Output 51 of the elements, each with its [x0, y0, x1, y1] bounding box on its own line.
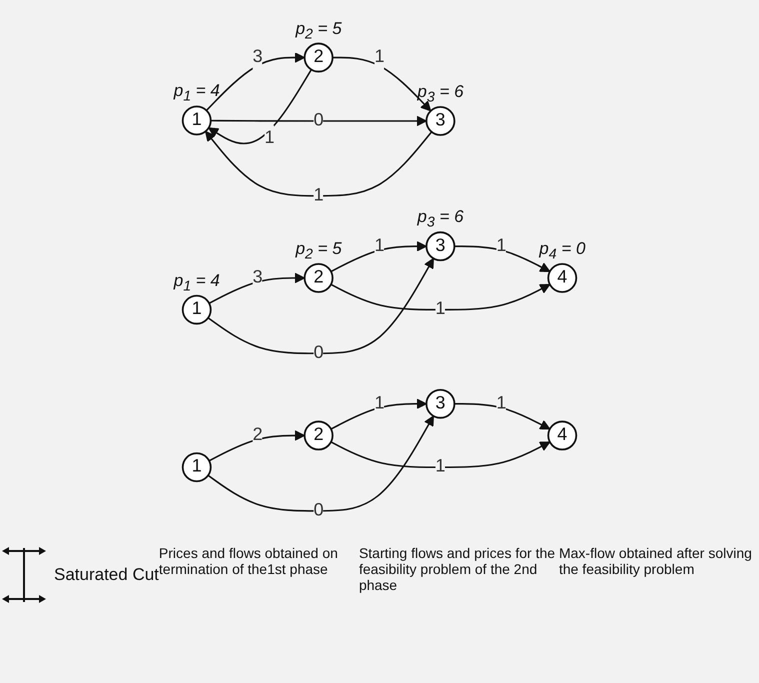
- edge-label: 0: [314, 500, 324, 520]
- panel-caption: Prices and flows obtained on termination of the1st phase: [158, 545, 339, 577]
- price-label: p$_{4}$ = 0: [539, 239, 586, 262]
- panel-caption: Starting flows and prices for the feasibility problem of the 2nd phase: [358, 545, 556, 593]
- edge-label: 2: [252, 424, 263, 445]
- node-circle: 4: [547, 420, 578, 450]
- arrow: [208, 430, 306, 462]
- edge-label: 1: [496, 235, 506, 256]
- price-label: p$_{2}$ = 5: [296, 18, 342, 42]
- node-circle: 1: [182, 452, 212, 482]
- arrow: [454, 246, 550, 272]
- edge-label: 1: [314, 184, 324, 206]
- cut-label: Saturated Cut: [54, 565, 159, 585]
- node-circle: 2: [304, 42, 334, 72]
- arrow: [210, 116, 427, 126]
- edge-label: 1: [374, 46, 384, 67]
- price-label: p$_{3}$ = 6: [417, 207, 464, 231]
- price-label: p$_{1}$ = 4: [174, 81, 220, 105]
- arrow: [330, 284, 550, 310]
- price-label: p$_{2}$ = 5: [296, 239, 342, 262]
- arrow: [208, 272, 306, 304]
- panel-caption: Max-flow obtained after solving the feasibility problem: [558, 545, 753, 577]
- arrow: [208, 69, 312, 144]
- node-circle: 3: [426, 106, 456, 136]
- price-label: p$_{1}$ = 4: [174, 270, 220, 294]
- arrow: [330, 441, 550, 468]
- edge-label: 1: [496, 392, 506, 414]
- edge-label: 1: [264, 128, 275, 148]
- node-circle: 2: [304, 263, 334, 293]
- node-circle: 2: [304, 420, 334, 450]
- node-circle: 1: [182, 294, 212, 325]
- arrow: [332, 56, 432, 112]
- edge-label: 1: [374, 235, 384, 256]
- arrow: [206, 52, 306, 111]
- edge-label: 1: [374, 392, 384, 414]
- node-circle: 3: [426, 231, 456, 262]
- edge-label: 3: [252, 266, 263, 288]
- edge-label: 0: [314, 342, 324, 363]
- arrow: [454, 403, 550, 430]
- node-circle: 1: [182, 106, 212, 136]
- arrow: [330, 241, 427, 272]
- edge-label: 0: [314, 110, 324, 130]
- edge-label: 1: [435, 456, 446, 477]
- edge-label: 3: [252, 46, 263, 67]
- arrow: [208, 258, 434, 354]
- edge-label: 1: [435, 298, 446, 319]
- arrow: [208, 416, 434, 512]
- node-circle: 3: [426, 388, 456, 419]
- arrow: [205, 130, 432, 197]
- node-circle: 4: [547, 263, 578, 293]
- arrow: [330, 398, 427, 430]
